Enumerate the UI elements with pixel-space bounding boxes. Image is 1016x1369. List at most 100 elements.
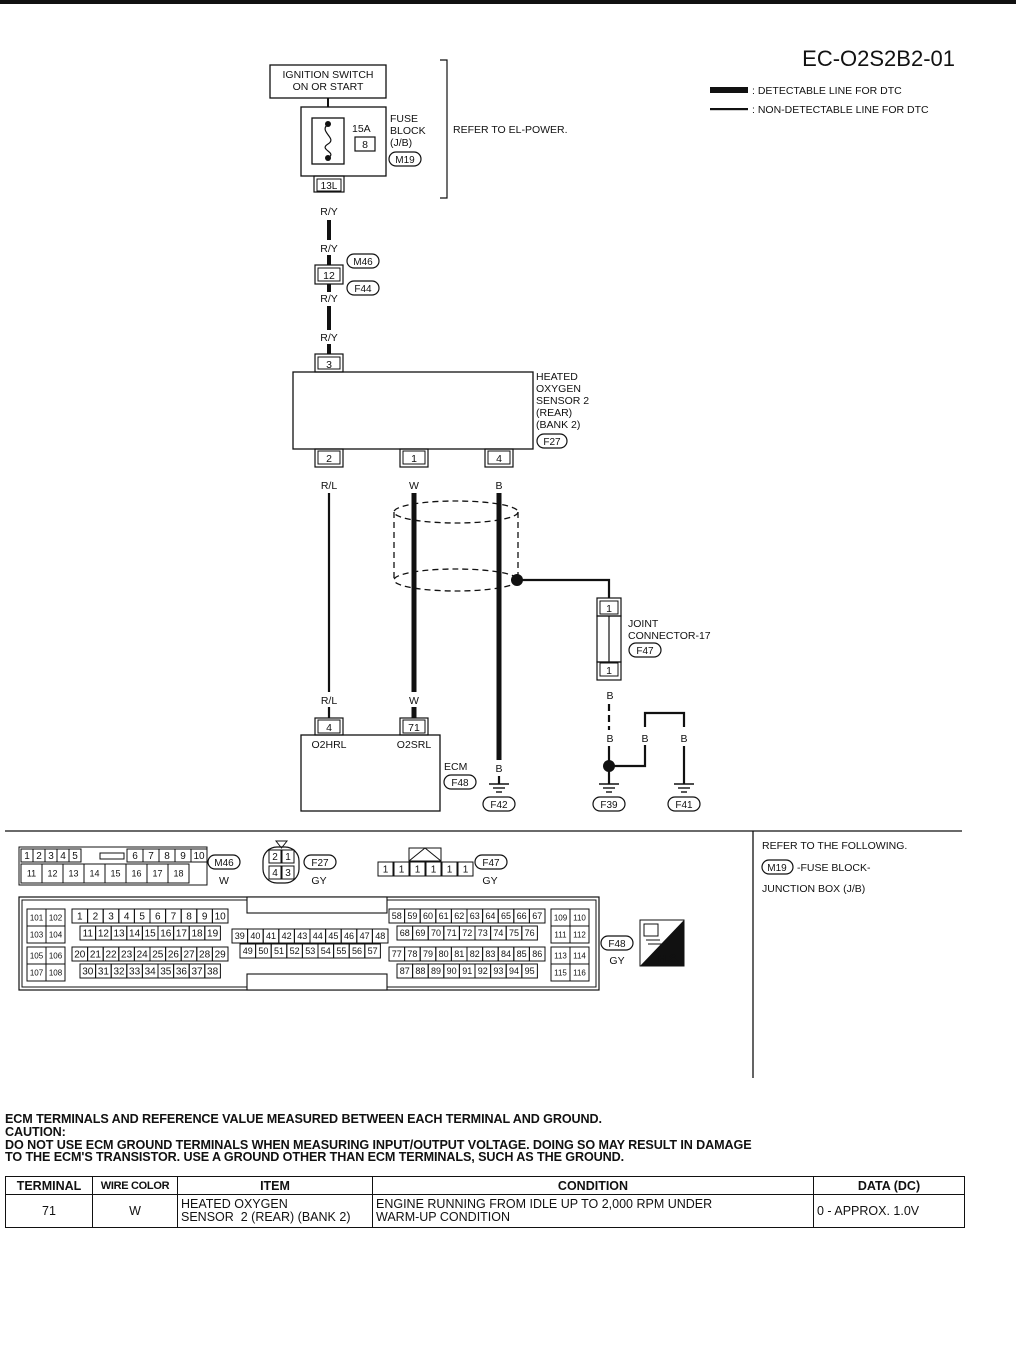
pin-label: 116	[573, 968, 586, 977]
pin-label: 1	[383, 865, 389, 876]
pin-cell	[441, 861, 458, 877]
pin-label: 18	[191, 929, 203, 940]
pin-label: 52	[290, 946, 300, 956]
svg-text:F41: F41	[675, 800, 693, 811]
pin-label: 7	[148, 851, 154, 862]
pin-label: 94	[509, 966, 519, 976]
legend-non-detectable: : NON-DETECTABLE LINE FOR DTC	[752, 104, 929, 116]
pin-label: 19	[207, 929, 219, 940]
pin-label: 108	[49, 968, 63, 977]
pin-cell	[204, 963, 221, 979]
pin-label: 38	[207, 967, 219, 978]
pin-label: 114	[573, 951, 586, 960]
pin-label: 110	[573, 913, 586, 922]
svg-text:M46: M46	[353, 257, 373, 268]
svg-text:(J/B): (J/B)	[390, 137, 412, 149]
ground-f39: F39	[592, 783, 626, 812]
pin-label: 44	[313, 931, 323, 941]
pin-label: 109	[554, 913, 568, 922]
svg-text:71: 71	[408, 722, 420, 734]
pin-label: 14	[89, 869, 99, 879]
pin-label: 33	[129, 967, 141, 978]
connector-color: GY	[482, 875, 497, 887]
pin-label: 35	[160, 967, 172, 978]
svg-text:W: W	[409, 480, 419, 492]
pin-label: 64	[485, 911, 495, 921]
pin-label: 25	[152, 950, 164, 961]
svg-text:B: B	[606, 733, 613, 745]
svg-text:1: 1	[606, 665, 612, 677]
pin-label: 70	[431, 928, 441, 938]
joint-connector-f47: F47	[636, 646, 654, 657]
pin-label: 57	[368, 946, 378, 956]
svg-text:M19: M19	[767, 863, 787, 874]
ecm-terminal-table: TERMINAL WIRE COLOR ITEM CONDITION DATA …	[5, 1176, 965, 1228]
connector-id: F47	[482, 858, 500, 869]
key-tab	[274, 840, 289, 849]
pin-label: 5	[139, 912, 145, 923]
pin-label: 39	[235, 931, 245, 941]
pin-label: 47	[360, 931, 370, 941]
svg-text:15A: 15A	[352, 123, 371, 135]
pin-cell	[569, 963, 590, 982]
pin-label: 59	[407, 911, 417, 921]
pin-label: 91	[462, 966, 472, 976]
pin-label: 1	[431, 865, 437, 876]
pin-label: 11	[27, 869, 36, 879]
pin-label: 65	[501, 911, 511, 921]
svg-text:O2SRL: O2SRL	[397, 739, 432, 751]
pin-label: 41	[266, 931, 276, 941]
pin-label: 13	[68, 869, 78, 879]
pin-label: 62	[454, 911, 464, 921]
pin-label: 11	[83, 929, 94, 940]
svg-text:R/Y: R/Y	[320, 243, 338, 255]
pin-label: 49	[243, 946, 253, 956]
pin-label: 104	[49, 930, 63, 939]
pin-label: 1	[285, 852, 291, 863]
pin-label: 36	[176, 967, 188, 978]
pin-label: 92	[478, 966, 488, 976]
pin-label: 88	[415, 966, 425, 976]
pin-label: 115	[554, 968, 567, 977]
pin-label: 89	[431, 966, 441, 976]
ignition-switch-box: IGNITION SWITCH ON OR START	[269, 64, 387, 99]
connector-id: F48	[608, 939, 626, 950]
pin-label: 112	[573, 930, 586, 939]
pin-label: 6	[155, 912, 161, 923]
pin-label: 71	[447, 928, 457, 938]
ground-f41: F41	[667, 783, 701, 812]
pin-label: 45	[328, 931, 338, 941]
pin-label: 7	[171, 912, 177, 923]
pin-label: 26	[168, 950, 180, 961]
pin-label: 15	[110, 869, 120, 879]
pin-cell	[204, 925, 221, 941]
pin-label: 76	[525, 928, 535, 938]
connector-outline	[18, 846, 208, 886]
svg-text:F42: F42	[490, 800, 508, 811]
pin-label: 60	[423, 911, 433, 921]
pin-label: 1	[77, 912, 83, 923]
pin-cell	[409, 861, 426, 877]
svg-text:1: 1	[411, 453, 417, 465]
svg-text:CONNECTOR-17: CONNECTOR-17	[628, 630, 711, 642]
svg-text:R/Y: R/Y	[320, 206, 338, 218]
diagram-id: EC-O2S2B2-01	[802, 46, 955, 71]
pin-label: 86	[532, 949, 542, 959]
pin-label: 83	[485, 949, 495, 959]
pin-label: 18	[173, 869, 183, 879]
refer-el-power: REFER TO EL-POWER.	[453, 124, 568, 136]
pin-label: 16	[131, 869, 141, 879]
pin-label: 1	[399, 865, 405, 876]
cell-condition: ENGINE RUNNING FROM IDLE UP TO 2,000 RPM…	[372, 1194, 814, 1228]
connector-id: M46	[214, 858, 234, 869]
connector-id-oval	[207, 854, 241, 870]
pin-label: 81	[454, 949, 464, 959]
pin-cell	[167, 863, 190, 884]
pin-label: 28	[199, 950, 211, 961]
pin-label: 77	[392, 949, 402, 959]
pin-label: 4	[272, 868, 278, 879]
